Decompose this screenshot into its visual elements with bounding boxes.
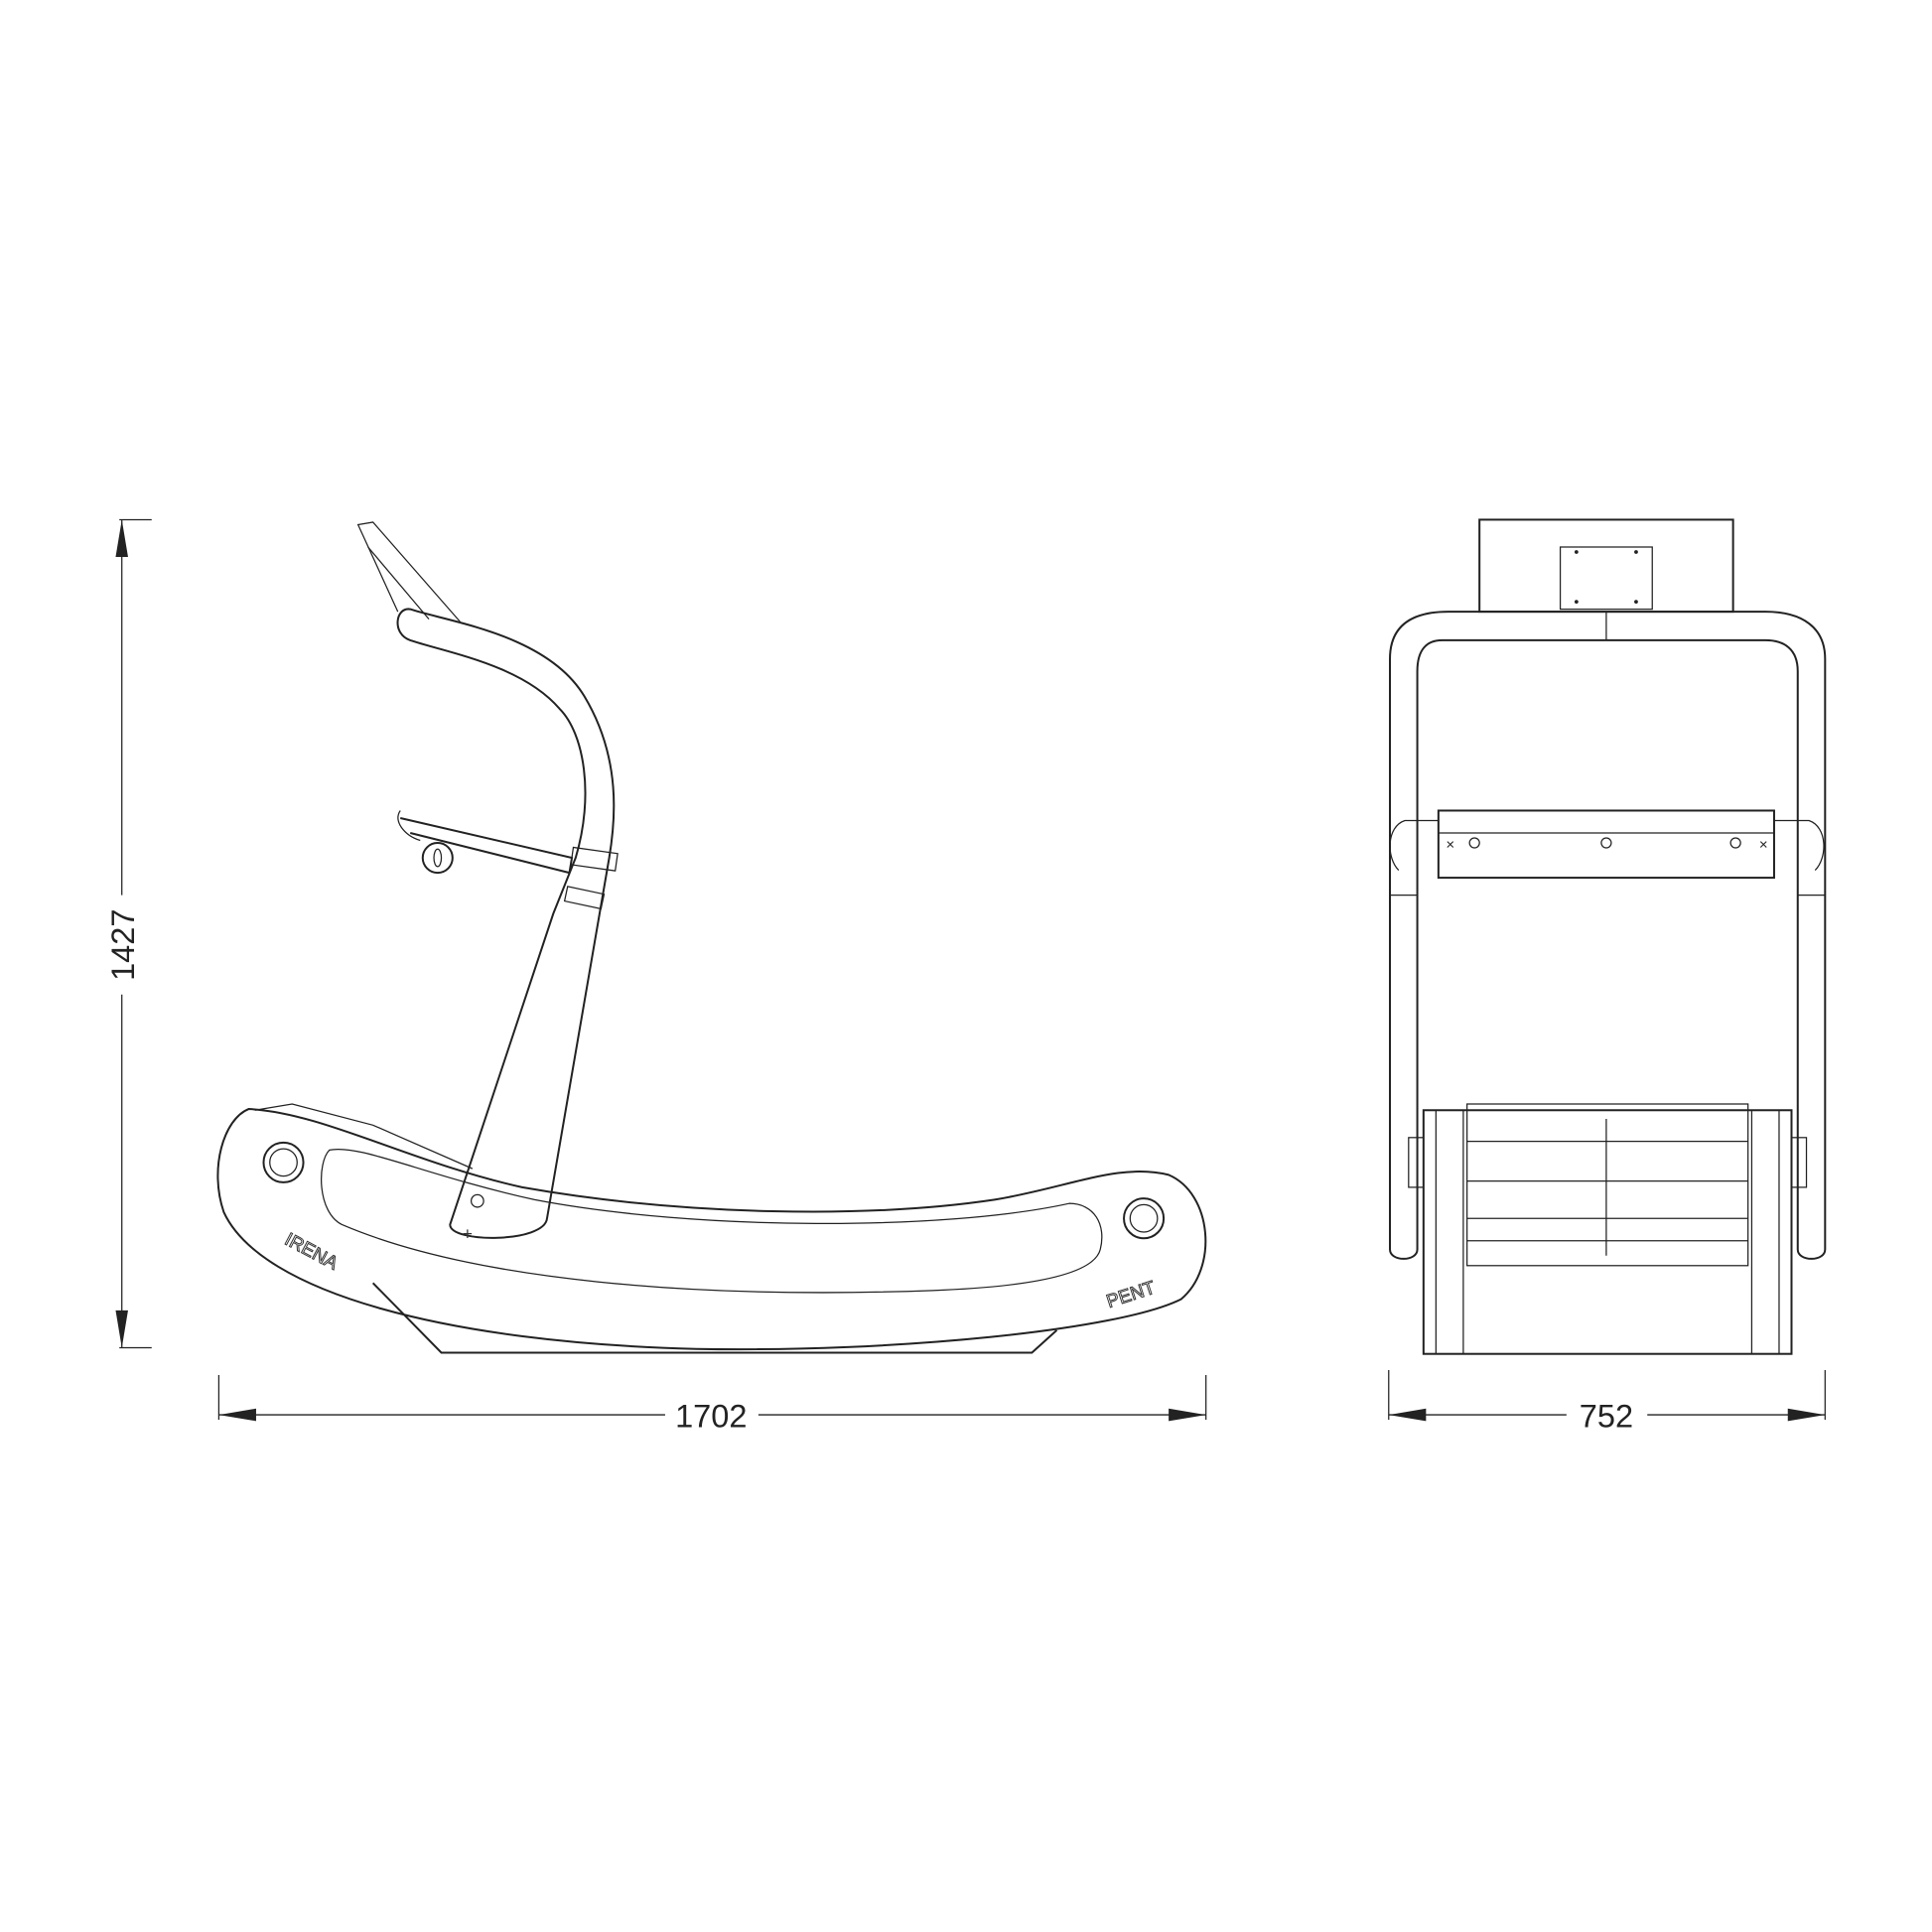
svg-text:×: × xyxy=(1446,836,1454,853)
svg-text:×: × xyxy=(1759,836,1768,853)
height-dimension: 1427 xyxy=(105,518,152,1349)
width-label: 752 xyxy=(1580,1399,1633,1435)
length-dimension: 1702 xyxy=(217,1374,1207,1435)
arrow-up-icon xyxy=(115,519,128,558)
length-label: 1702 xyxy=(675,1399,747,1435)
width-dimension: 752 xyxy=(1388,1369,1826,1435)
brand-irena: IRENA xyxy=(282,1228,343,1274)
arrow-right-icon xyxy=(1169,1408,1206,1422)
height-label: 1427 xyxy=(105,909,141,981)
side-view: + IRENA PENT xyxy=(216,521,1207,1354)
arrow-left-icon xyxy=(218,1408,256,1422)
svg-text:+: + xyxy=(463,1223,473,1243)
arrow-left-icon xyxy=(1388,1408,1427,1422)
arrow-down-icon xyxy=(115,1310,128,1348)
brand-pent: PENT xyxy=(1104,1277,1159,1312)
arrow-right-icon xyxy=(1787,1408,1826,1422)
front-view: × × xyxy=(1389,518,1827,1355)
